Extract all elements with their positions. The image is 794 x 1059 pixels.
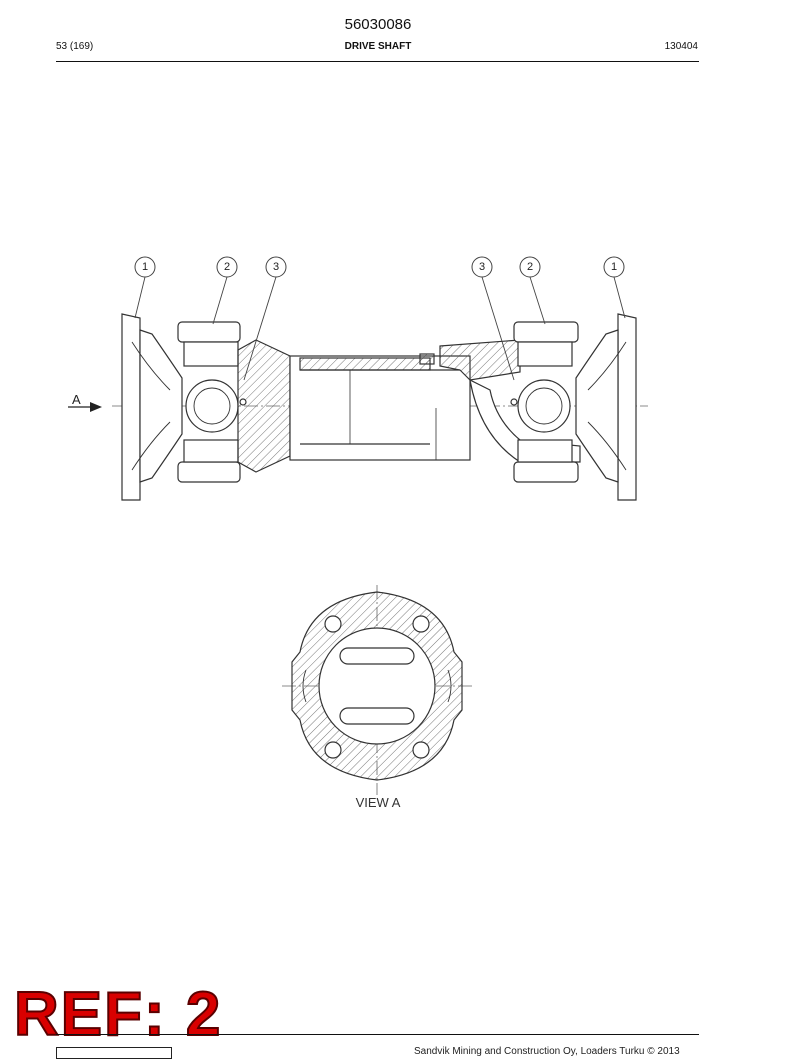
view-a-drawing	[282, 585, 472, 795]
svg-text:3: 3	[479, 261, 485, 273]
callout-3-right: 3	[471, 256, 493, 278]
callout-3-left: 3	[265, 256, 287, 278]
right-flange	[575, 313, 637, 501]
page-title: DRIVE SHAFT	[344, 41, 412, 52]
view-a-label: VIEW A	[355, 795, 401, 810]
company-logo	[56, 1047, 172, 1059]
leader-lines	[134, 276, 626, 381]
callout-2-left: 2	[216, 256, 238, 278]
document-number: 56030086	[344, 16, 412, 33]
footer-rule	[56, 1034, 699, 1035]
callout-1-left: 1	[134, 256, 156, 278]
footer-copyright: Sandvik Mining and Construction Oy, Load…	[414, 1046, 680, 1057]
svg-text:3: 3	[273, 261, 279, 273]
svg-text:A: A	[72, 392, 81, 407]
svg-text:2: 2	[527, 261, 533, 273]
left-yoke	[177, 321, 291, 483]
svg-text:1: 1	[611, 261, 617, 273]
header-rule	[56, 61, 699, 62]
ref-badge: REF: 2	[13, 980, 223, 1049]
middle-shaft	[289, 353, 471, 461]
page-indicator: 53 (169)	[56, 41, 94, 52]
svg-text:1: 1	[142, 261, 148, 273]
svg-text:2: 2	[224, 261, 230, 273]
callout-2-right: 2	[519, 256, 541, 278]
left-flange	[121, 313, 183, 501]
date-code: 130404	[664, 41, 698, 52]
view-arrow-a: A	[68, 392, 102, 412]
callout-1-right: 1	[603, 256, 625, 278]
right-yoke	[439, 321, 581, 483]
